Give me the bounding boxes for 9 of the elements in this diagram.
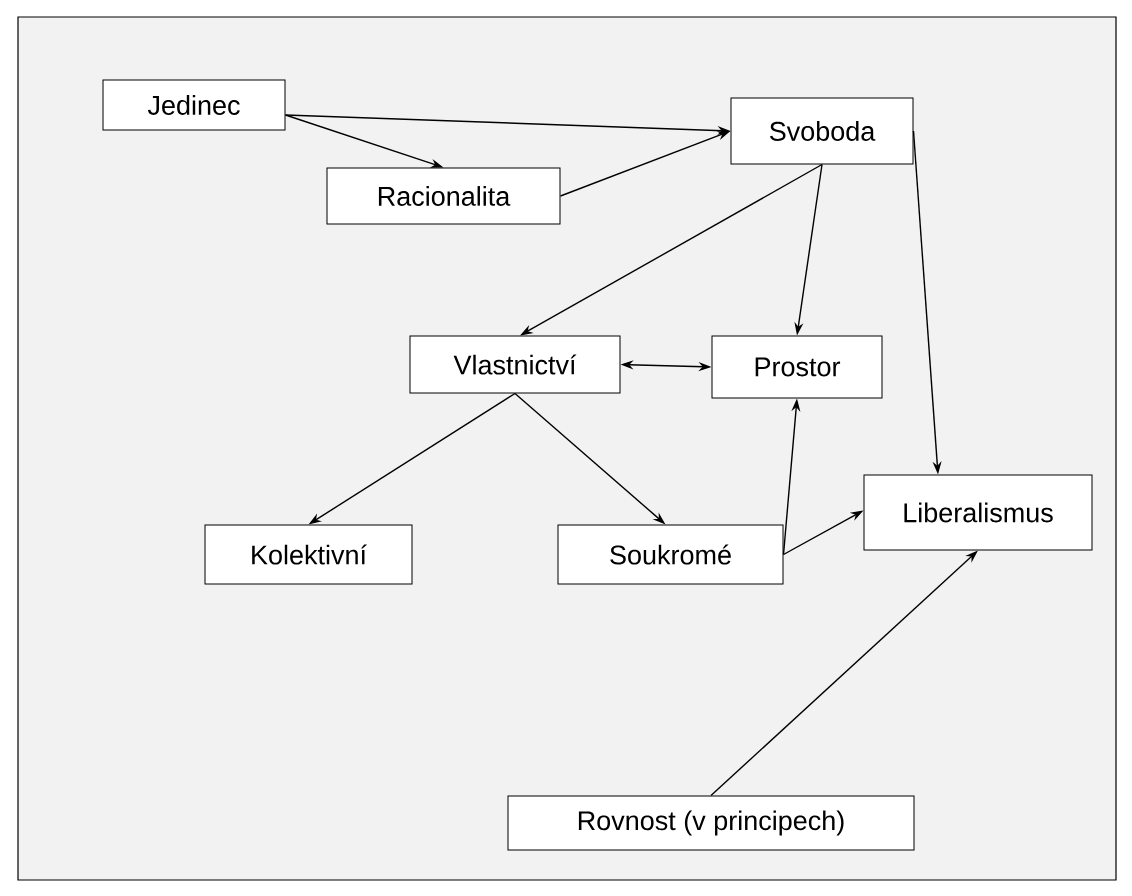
text-box: Kolektivní [204, 524, 413, 585]
text-box: Vlastnictví [409, 335, 621, 394]
text-box: Racionalita [326, 167, 561, 225]
text-box: Rovnost (v principech) [507, 795, 915, 851]
text-box: Liberalismus [863, 474, 1093, 551]
text-box: Svoboda [730, 97, 914, 165]
text-box: Jedinec [102, 79, 286, 131]
text-box: Soukromé [557, 524, 784, 585]
text-box: Prostor [711, 335, 883, 399]
